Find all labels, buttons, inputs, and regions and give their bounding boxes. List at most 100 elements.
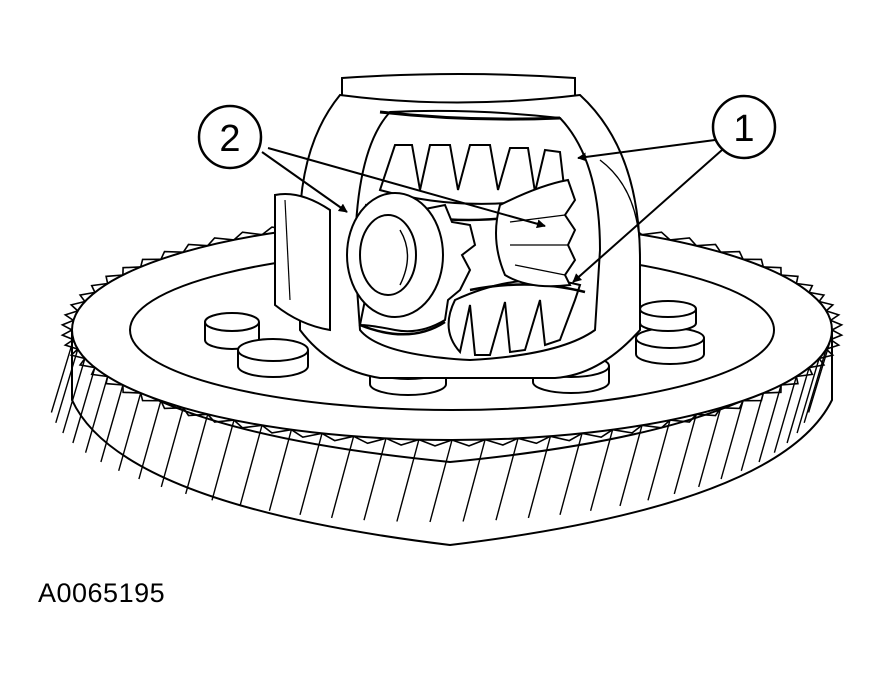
ring-gear-tooth — [451, 438, 486, 447]
helical-tooth-line — [740, 392, 764, 471]
ring-gear-tooth — [796, 367, 814, 378]
ring-gear-tooth — [63, 338, 79, 350]
bolt-boss — [237, 338, 309, 378]
ring-gear-tooth — [669, 237, 697, 247]
ring-gear-tooth — [641, 419, 671, 429]
ring-gear-tooth — [139, 392, 161, 402]
ring-gear-tooth — [484, 437, 519, 446]
helical-tooth-line — [330, 436, 355, 519]
ring-gear-tooth — [321, 432, 354, 442]
ring-gear-tooth — [78, 358, 96, 369]
ring-gear-tooth — [825, 310, 841, 322]
helical-tooth-line — [84, 376, 109, 453]
ring-gear-tooth — [641, 231, 671, 241]
bolt-boss — [635, 327, 705, 365]
ring-gear-tooth — [207, 237, 235, 247]
ring-gear-tooth — [781, 376, 799, 386]
ring-gear-tooth — [696, 407, 722, 417]
ring-gear-side — [71, 329, 833, 547]
helical-tooth-line — [495, 438, 519, 521]
ring-gear-tooth — [581, 429, 614, 439]
leader-2-right — [267, 147, 546, 229]
ring-gear-tooth — [550, 432, 583, 442]
helical-tooth-line — [619, 425, 643, 507]
helical-tooth-line — [559, 433, 583, 515]
ring-gear-tooth — [808, 358, 826, 369]
helical-tooth-line — [100, 384, 124, 463]
ring-gear-tooth — [69, 300, 86, 312]
ring-gear-tooth — [385, 437, 420, 446]
ring-gear-tooth — [830, 329, 844, 341]
ring-gear-tooth — [818, 300, 835, 312]
ring-gear-tooth — [78, 291, 96, 302]
callout-2-number: 2 — [219, 118, 240, 160]
helical-tooth-line — [239, 425, 263, 507]
ring-gear-tooth — [122, 384, 141, 394]
helical-tooth-line — [527, 436, 552, 519]
callout-1: 1 — [711, 94, 777, 160]
ring-gear-tooth — [63, 310, 79, 322]
ring-gear-tooth — [60, 329, 74, 341]
helical-tooth-line — [138, 400, 162, 480]
helical-tooth-line — [462, 439, 486, 522]
helical-tooth-line — [55, 348, 79, 424]
ring-gear-tooth — [808, 291, 826, 302]
helical-tooth-line — [160, 407, 184, 488]
bolt-boss — [639, 300, 697, 332]
callout-2: 2 — [197, 104, 263, 170]
helical-tooth-line — [118, 392, 142, 471]
ring-gear-tooth — [105, 274, 123, 284]
ring-gear-tooth — [720, 250, 744, 260]
ring-gear-tooth — [261, 424, 292, 434]
ring-gear-tooth — [612, 424, 643, 434]
helical-tooth-line — [796, 358, 820, 434]
ring-gear-tooth — [696, 243, 722, 253]
helical-tooth-line — [299, 433, 323, 515]
ring-gear-tooth — [139, 258, 161, 268]
ring-gear-tooth — [90, 282, 108, 293]
ring-gear-tooth — [825, 338, 841, 350]
ring-gear-tooth — [353, 435, 387, 445]
callout-2-circle — [197, 104, 263, 170]
ring-gear-tooth — [781, 274, 799, 284]
ring-gear-tooth — [160, 250, 184, 260]
ring-gear-tooth — [182, 407, 208, 417]
helical-tooth-line — [50, 339, 75, 413]
ring-gear-tooth — [290, 429, 323, 439]
ring-gear-tooth — [517, 435, 551, 445]
ring-gear-tooth — [830, 319, 844, 331]
ring-gear-tooth — [743, 258, 765, 268]
leader-1-lower — [572, 149, 723, 283]
helical-tooth-line — [72, 367, 96, 444]
helical-tooth-line — [647, 419, 671, 501]
helical-tooth-line — [758, 384, 782, 463]
helical-tooth-line — [786, 367, 810, 444]
ring-gear-tooth — [233, 419, 263, 429]
helical-tooth-line — [720, 400, 744, 480]
helical-tooth-line — [396, 439, 420, 522]
helical-tooth-line — [268, 429, 293, 511]
helical-tooth-line — [803, 348, 827, 424]
helical-tooth-line — [589, 429, 614, 511]
ring-gear-tooth — [69, 348, 86, 360]
ring-gear-tooth — [122, 266, 141, 276]
ring-gear-tooth — [418, 438, 453, 447]
ring-gear-tooth — [796, 282, 814, 293]
ring-gear-tooth — [60, 319, 74, 331]
helical-tooth-line — [698, 407, 722, 488]
helical-tooth-line — [773, 376, 798, 453]
ring-gear-tooth — [669, 413, 697, 423]
pinion-gear-right — [495, 178, 577, 288]
helical-tooth-line — [62, 358, 86, 434]
helical-tooth-line — [363, 438, 387, 521]
ring-gear-tooth — [182, 243, 208, 253]
leader-lines — [261, 139, 723, 283]
leader-2-left — [261, 151, 348, 213]
callout-1-number: 1 — [733, 108, 754, 150]
ring-gear-helical-teeth — [50, 339, 832, 523]
leader-1-upper — [577, 139, 716, 162]
callout-1-circle — [711, 94, 777, 160]
pinion-gear-left — [346, 192, 477, 336]
helical-tooth-line — [429, 439, 453, 523]
